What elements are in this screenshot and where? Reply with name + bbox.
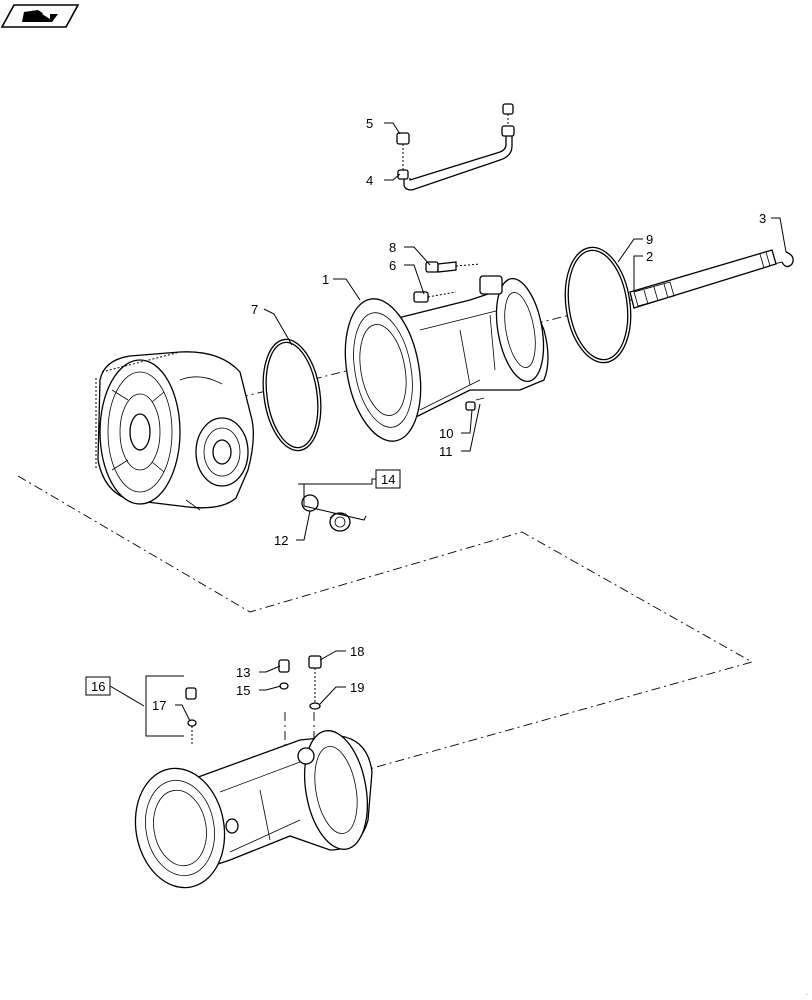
callout-6: 6	[389, 258, 396, 273]
snap-ring	[781, 251, 794, 268]
callout-2: 2	[646, 249, 653, 264]
callout-13: 15	[236, 683, 250, 698]
o-ring-right	[564, 246, 632, 364]
callout-10: 10	[439, 426, 453, 441]
callout-11: 11	[439, 444, 453, 459]
lubrication-pipe	[397, 103, 515, 191]
breather-fitting	[465, 397, 485, 411]
fitting-nipple	[396, 132, 410, 170]
callout-5: 5	[366, 116, 373, 131]
plug-upper-left	[278, 659, 290, 690]
boxed-callout-16: 16	[85, 676, 111, 696]
book-arrow-icon[interactable]	[0, 4, 80, 28]
callout-12: 13	[236, 665, 250, 680]
callout-7: 7	[251, 302, 258, 317]
callout-labels: 5 4 1 7 8 6 3 9 2 10 11 12 13 15 17 18 1…	[152, 116, 766, 713]
bolt-long	[425, 261, 481, 273]
callout-17: 17	[152, 698, 166, 713]
callout-1: 1	[322, 272, 329, 287]
callout-9: 9	[646, 232, 653, 247]
callout-18: 18	[350, 644, 364, 659]
callout-15: 12	[274, 533, 288, 548]
differential-housing	[95, 351, 254, 511]
callout-19: 19	[350, 680, 364, 695]
leader-lines	[109, 122, 787, 737]
callout-3: 3	[759, 211, 766, 226]
axle-shaft	[629, 249, 777, 309]
corner-mark: ·	[806, 992, 808, 998]
plug-upper-right	[308, 655, 322, 710]
callout-14: 14	[381, 472, 395, 487]
o-ring-left	[262, 338, 322, 452]
plug-side	[185, 687, 197, 745]
bolt-short	[413, 291, 457, 303]
boxed-callout-14: 14	[375, 469, 401, 489]
callout-4: 4	[366, 173, 373, 188]
axle-housing-upper	[344, 275, 549, 442]
callout-16: 16	[91, 679, 105, 694]
seal-kit-parts	[301, 494, 351, 532]
callout-8: 8	[389, 240, 396, 255]
axle-housing-lower	[134, 730, 373, 889]
